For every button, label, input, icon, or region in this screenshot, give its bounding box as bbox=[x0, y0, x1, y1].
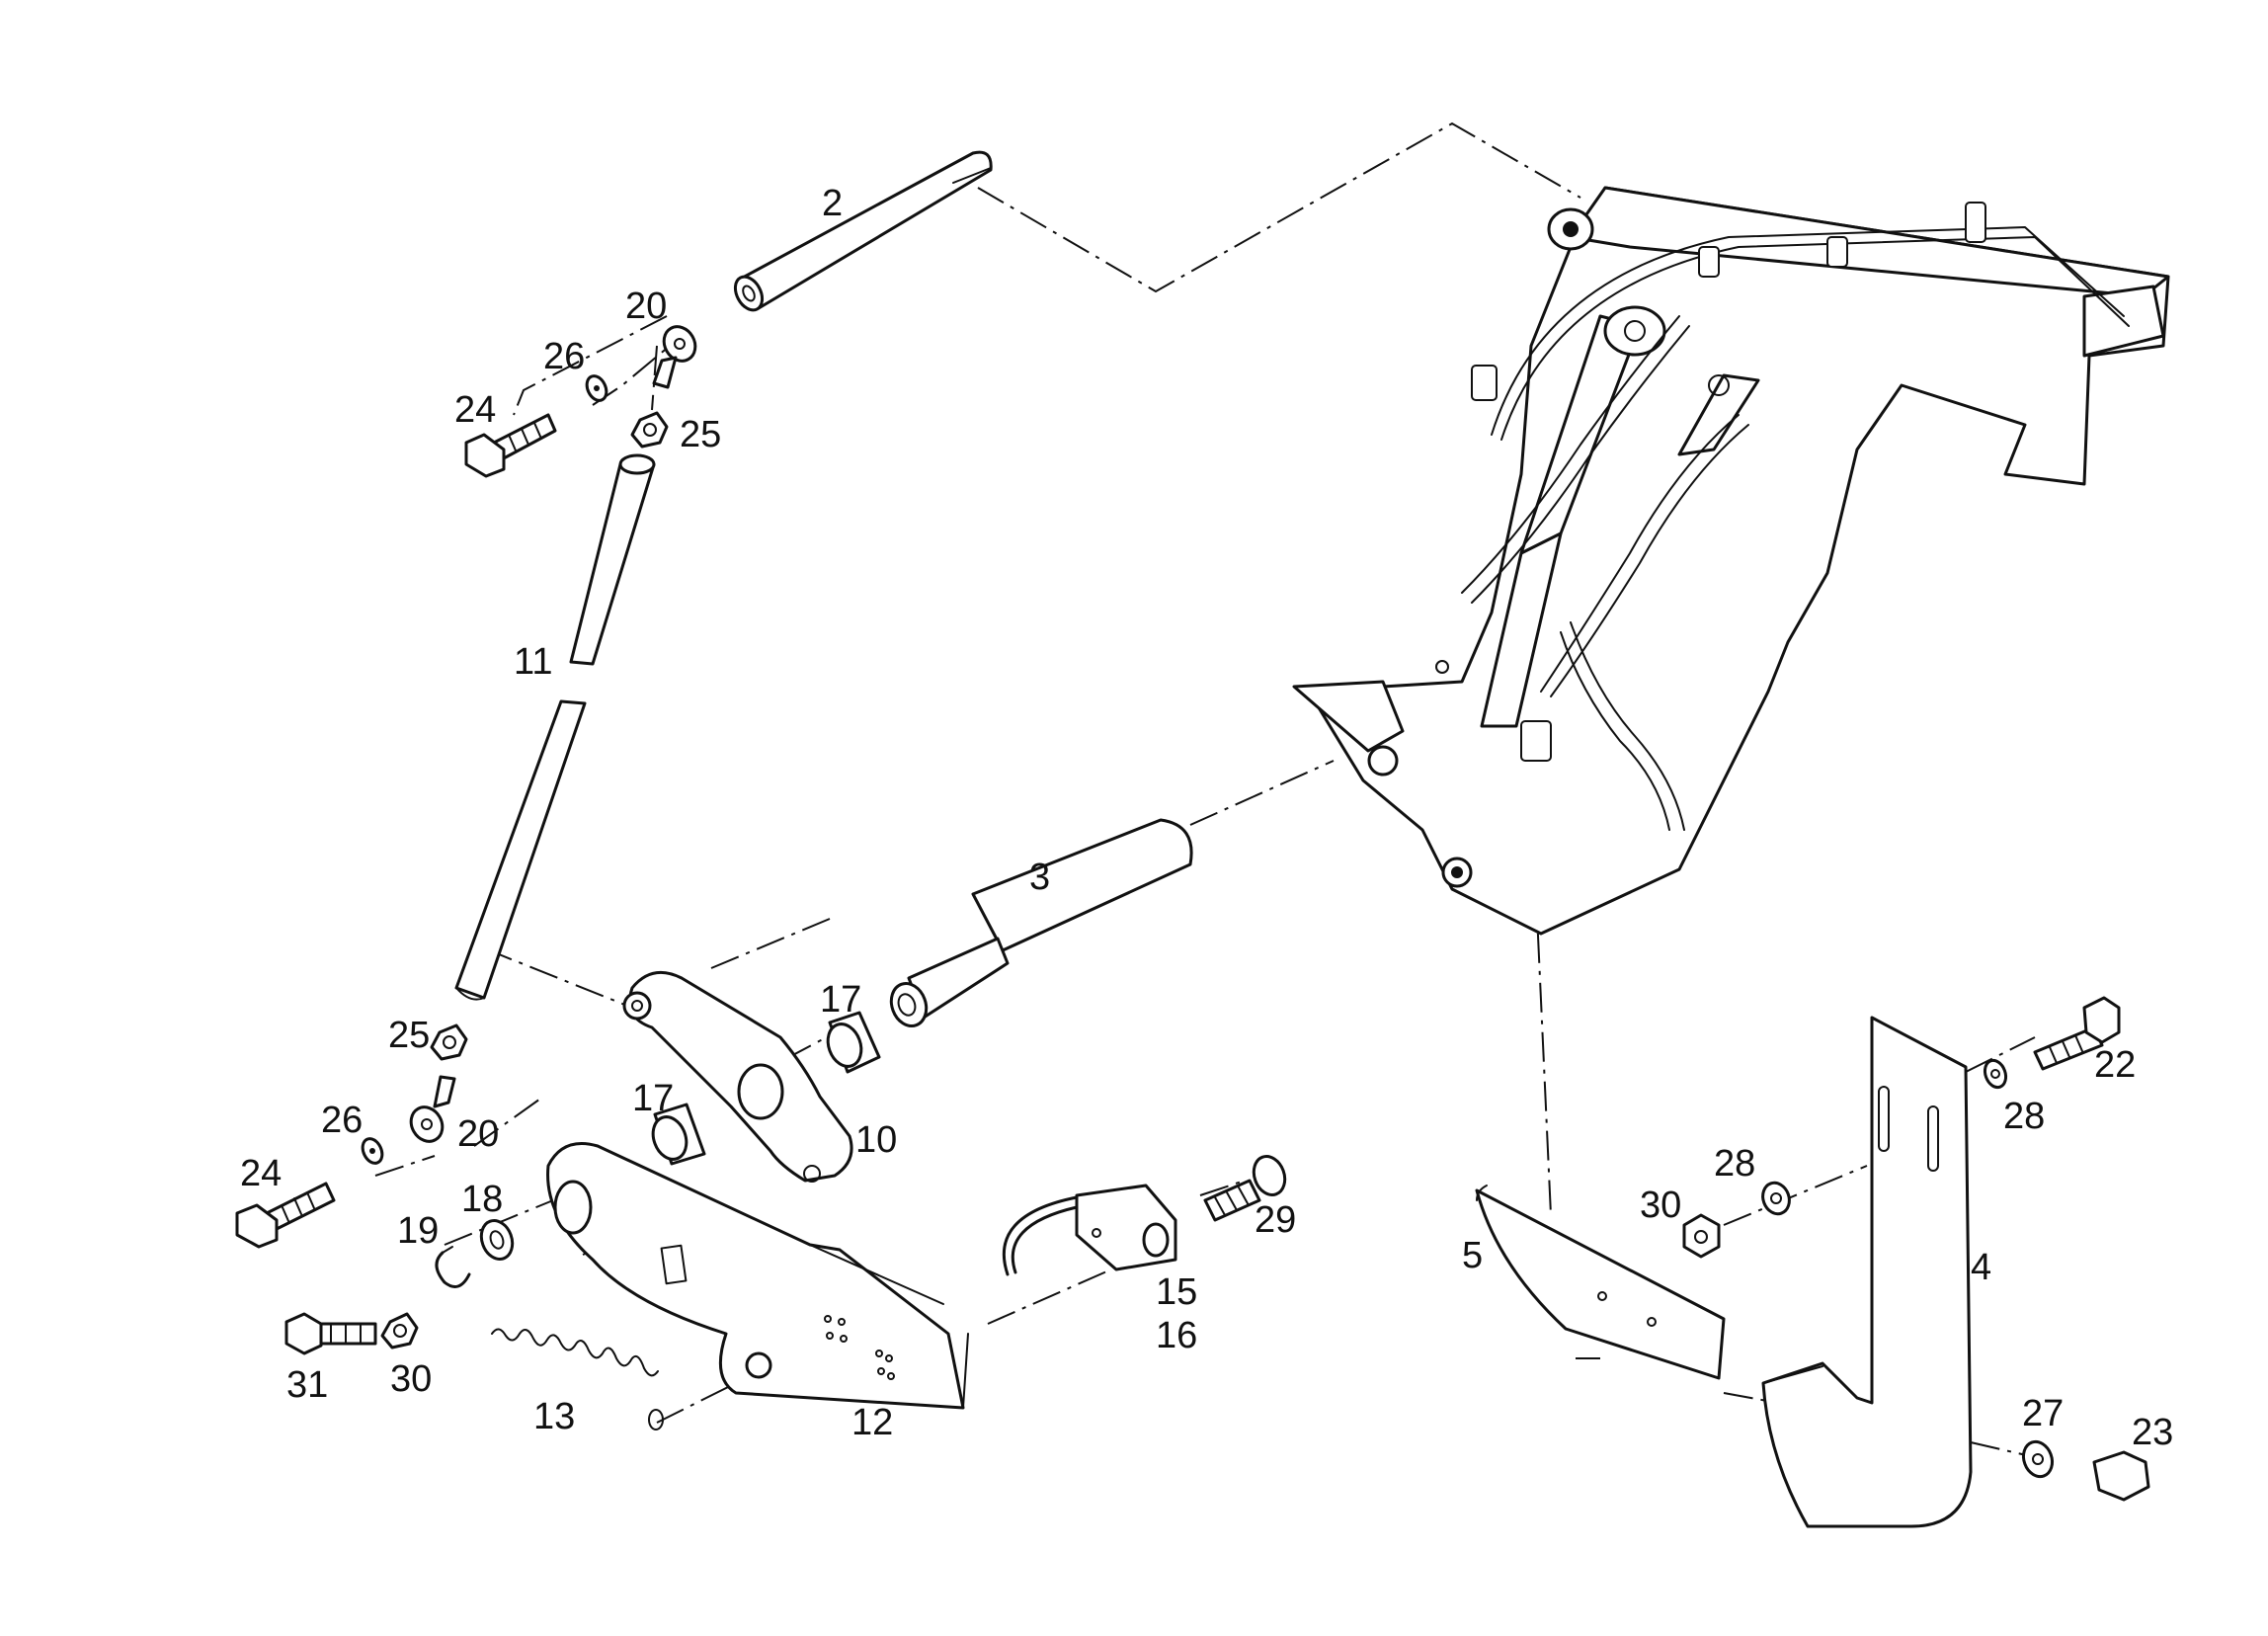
bolt-part-22 bbox=[2033, 996, 2121, 1071]
bolt-part-24-lower bbox=[235, 1182, 336, 1249]
switch-part-15-16 bbox=[1002, 1184, 1177, 1276]
label-part-28-mid: 28 bbox=[1714, 1143, 1755, 1185]
pin-part-2 bbox=[733, 150, 993, 312]
washer-part-27 bbox=[2021, 1439, 2055, 1479]
label-part-3: 3 bbox=[1029, 857, 1050, 898]
boom-assembly bbox=[1292, 186, 2170, 936]
label-part-26-upper: 26 bbox=[543, 336, 585, 377]
bolt-part-24-upper bbox=[464, 413, 557, 478]
link-plate-part-10 bbox=[622, 970, 853, 1183]
label-part-17-lower: 17 bbox=[632, 1078, 674, 1119]
screw-part-29 bbox=[1203, 1155, 1287, 1222]
label-part-30-left: 30 bbox=[390, 1358, 432, 1400]
label-part-27: 27 bbox=[2022, 1393, 2064, 1434]
label-part-23: 23 bbox=[2132, 1412, 2173, 1453]
bolt-part-23 bbox=[2092, 1450, 2150, 1502]
label-part-5: 5 bbox=[1462, 1235, 1483, 1276]
rod-part-11 bbox=[454, 453, 656, 1001]
label-part-20-lower: 20 bbox=[457, 1113, 499, 1155]
label-part-2: 2 bbox=[822, 183, 843, 224]
label-part-22: 22 bbox=[2094, 1044, 2136, 1086]
label-part-11: 11 bbox=[514, 641, 552, 683]
spring-part-13 bbox=[491, 1328, 664, 1431]
bracket-part-4 bbox=[1761, 1016, 1973, 1528]
retaining-ring-part-19 bbox=[435, 1246, 471, 1288]
bushing-part-17-lower bbox=[651, 1103, 706, 1166]
label-part-17-upper: 17 bbox=[820, 979, 861, 1021]
washer-part-26-upper bbox=[585, 374, 608, 402]
label-part-26-lower: 26 bbox=[321, 1100, 363, 1141]
washer-part-28-right bbox=[1983, 1058, 2008, 1090]
label-part-29: 29 bbox=[1255, 1199, 1296, 1241]
label-part-25-upper: 25 bbox=[680, 414, 721, 455]
label-part-30-right: 30 bbox=[1640, 1185, 1681, 1226]
nut-part-25-lower bbox=[430, 1023, 468, 1061]
label-part-31: 31 bbox=[286, 1364, 328, 1406]
bushing-part-17-upper bbox=[826, 1011, 881, 1074]
arm-part-12 bbox=[546, 1142, 969, 1410]
eyebolt-part-20-upper bbox=[652, 325, 697, 389]
eyebolt-part-20-lower bbox=[409, 1075, 456, 1143]
label-part-19: 19 bbox=[397, 1210, 439, 1252]
label-part-25-lower: 25 bbox=[388, 1015, 430, 1056]
nut-part-30-right bbox=[1682, 1213, 1721, 1259]
label-part-10: 10 bbox=[855, 1119, 897, 1161]
washer-part-28-mid bbox=[1761, 1181, 1791, 1216]
callout-labels: 2 20 26 24 25 11 3 17 25 17 26 20 10 24 … bbox=[240, 183, 2173, 1453]
label-part-15: 15 bbox=[1156, 1271, 1197, 1313]
nut-part-25-upper bbox=[630, 411, 669, 449]
washer-part-18 bbox=[479, 1219, 515, 1261]
label-part-4: 4 bbox=[1971, 1247, 1991, 1288]
bolt-part-31 bbox=[284, 1312, 377, 1355]
label-part-24-lower: 24 bbox=[240, 1153, 282, 1194]
washer-part-26-lower bbox=[361, 1137, 384, 1165]
label-part-18: 18 bbox=[461, 1179, 503, 1220]
label-part-13: 13 bbox=[533, 1396, 575, 1437]
label-part-12: 12 bbox=[851, 1402, 893, 1443]
label-part-20-upper: 20 bbox=[625, 286, 667, 327]
pin-part-3 bbox=[889, 818, 1193, 1027]
label-part-16: 16 bbox=[1156, 1315, 1197, 1356]
label-part-24-upper: 24 bbox=[454, 389, 496, 431]
nut-part-30-left bbox=[380, 1312, 419, 1350]
plate-part-5 bbox=[1475, 1185, 1726, 1380]
label-part-28-right: 28 bbox=[2003, 1096, 2045, 1137]
